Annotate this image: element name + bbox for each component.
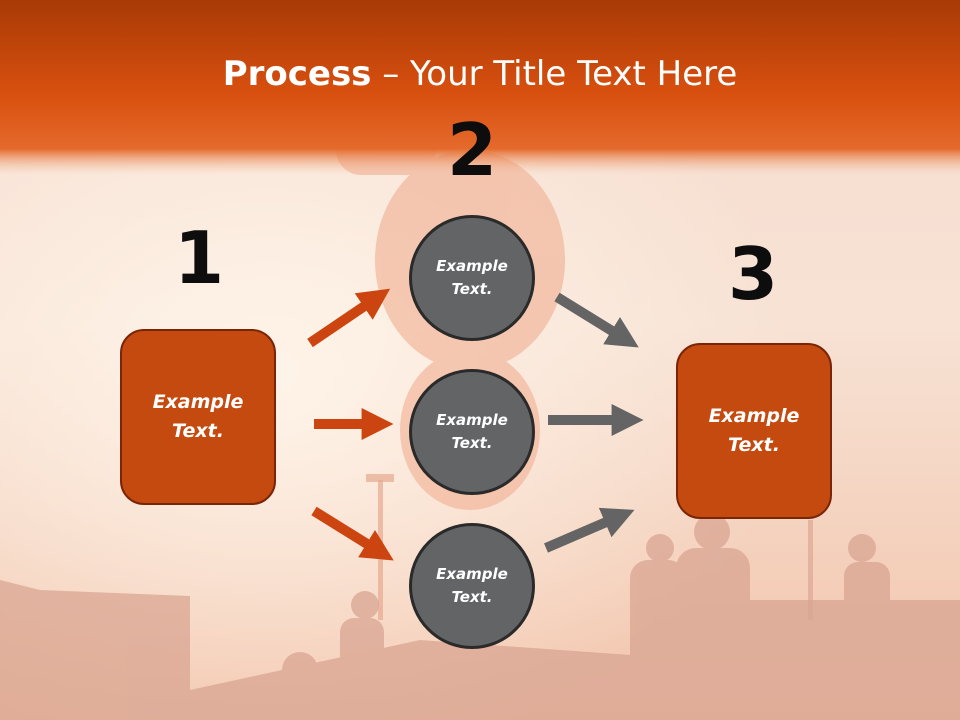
step-box-3-text: Example Text. [708,405,800,456]
step-number-2: 2 [446,108,498,192]
step-circle-top-text: Example Text. [436,257,508,298]
arrow-from-top-circle [554,292,639,348]
step-number-1: 1 [173,216,225,300]
step-circle-top: Example Text. [409,215,535,341]
step-number-3: 3 [727,232,779,316]
arrow-to-top-circle [307,288,391,348]
step-circle-bottom: Example Text. [409,523,535,649]
step-box-3: Example Text. [676,343,832,519]
step-box-1-text: Example Text. [152,391,244,442]
title-bold: Process [222,54,372,94]
title-rest: – Your Title Text Here [371,54,738,94]
arrow-to-bottom-circle [311,506,394,561]
step-circle-middle-text: Example Text. [436,411,508,452]
step-circle-middle: Example Text. [409,369,535,495]
step-box-1: Example Text. [120,329,276,505]
arrow-from-bottom-circle [544,507,635,553]
slide-title: Process – Your Title Text Here [0,52,960,96]
step-circle-bottom-text: Example Text. [436,565,508,606]
